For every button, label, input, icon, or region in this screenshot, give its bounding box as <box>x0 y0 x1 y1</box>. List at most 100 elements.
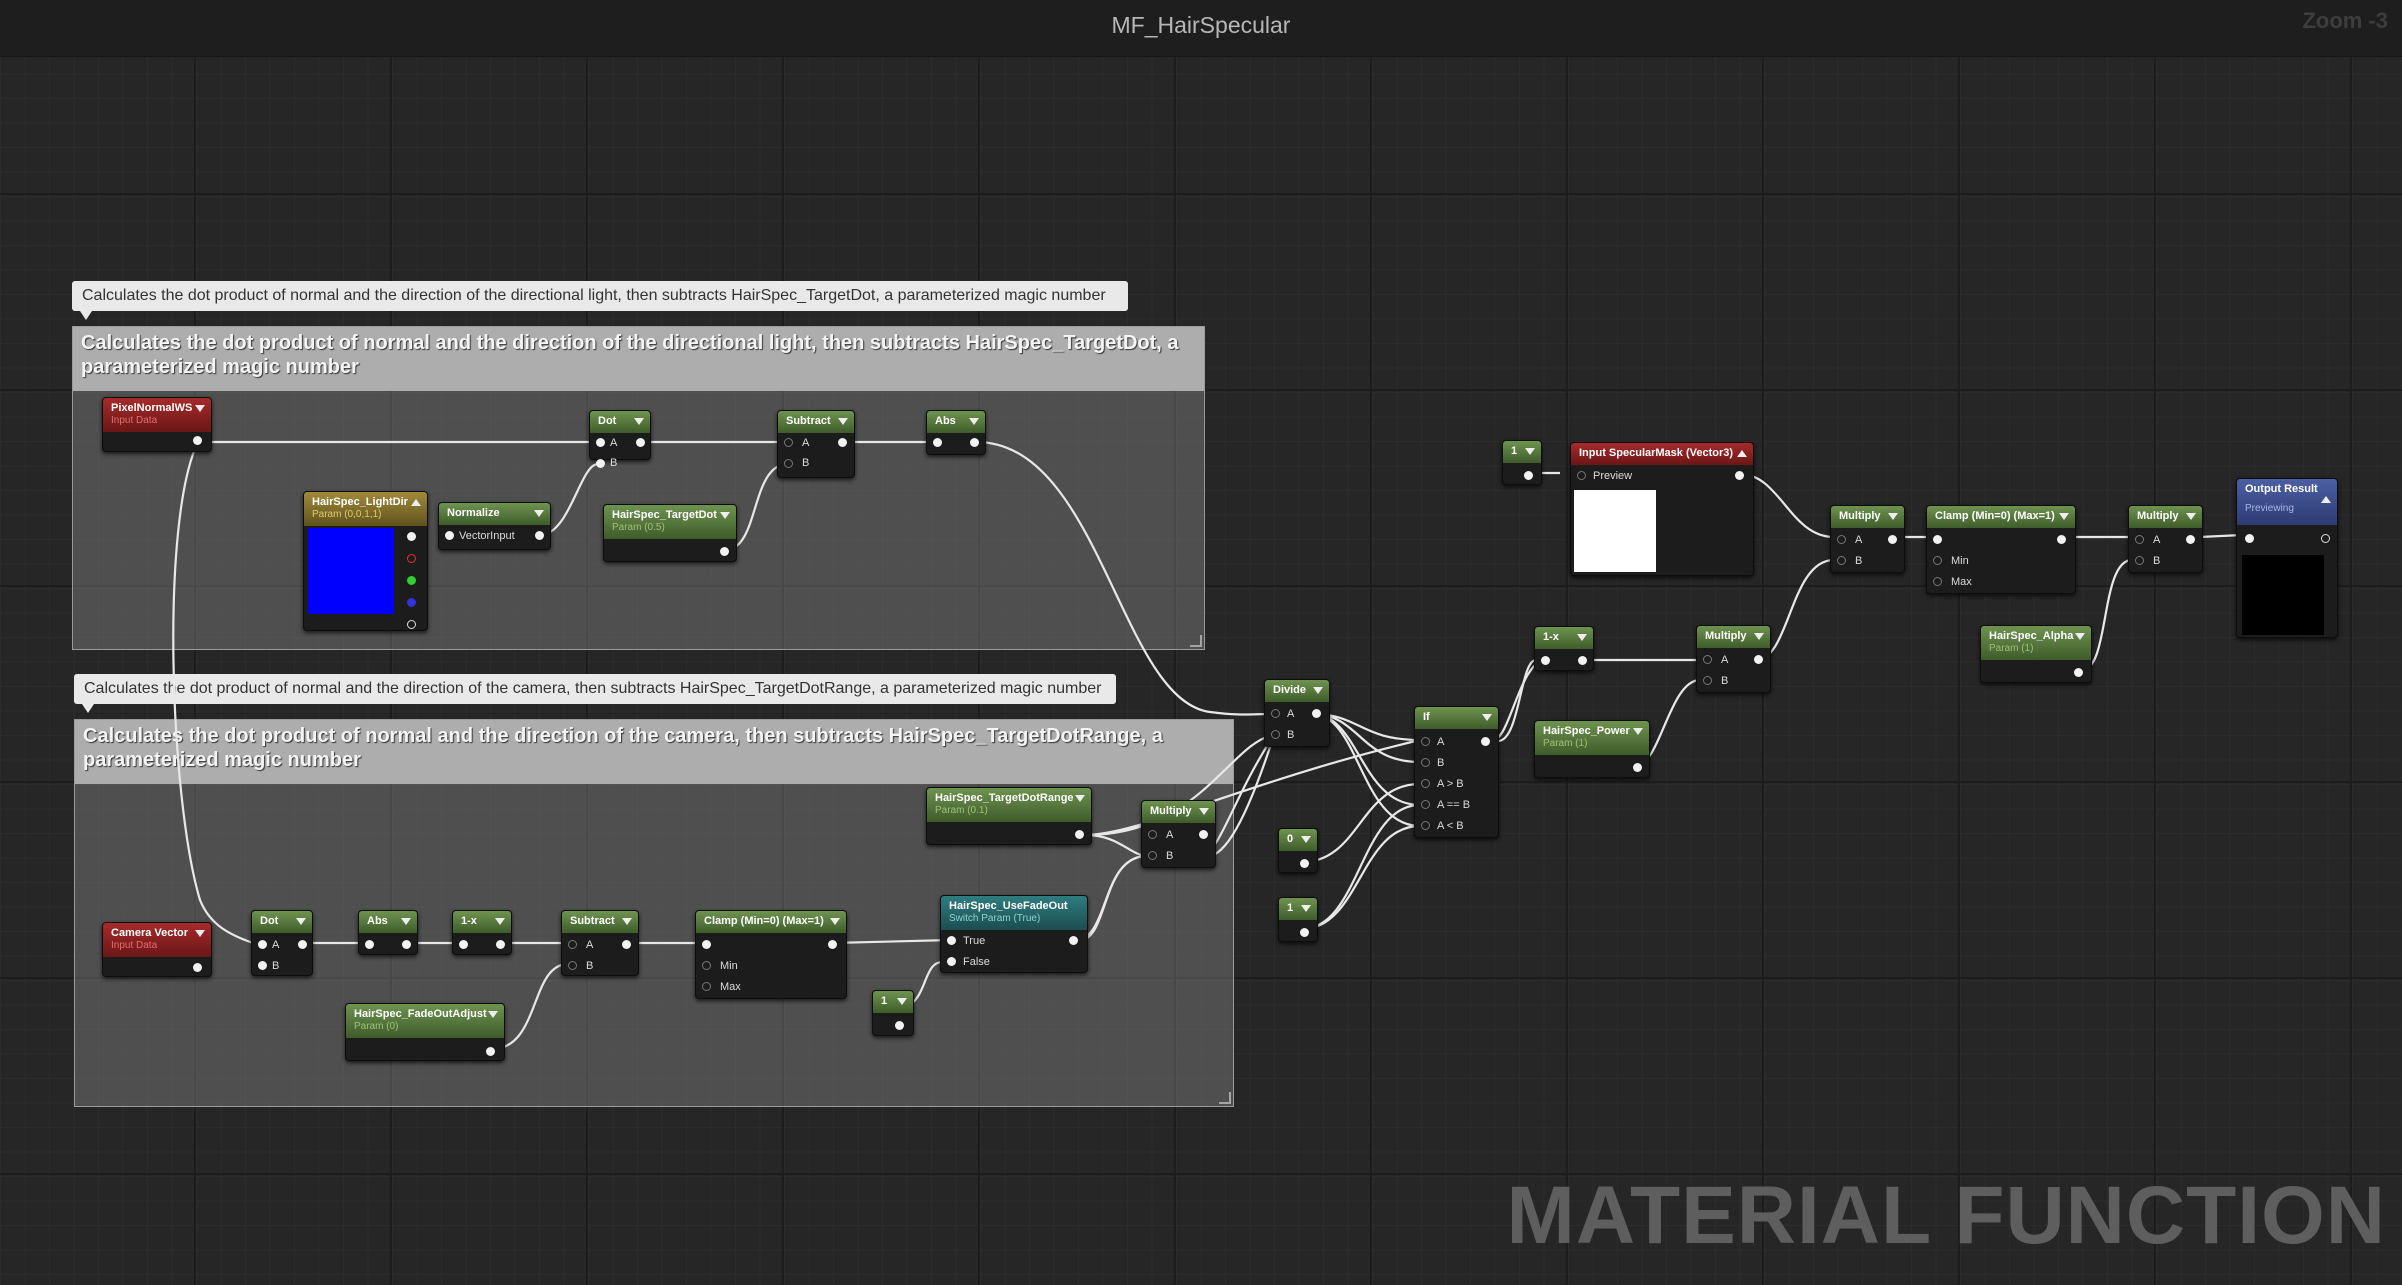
node-specular-mask[interactable]: Input SpecularMask (Vector3) Preview <box>1570 442 1754 576</box>
input-pin-a[interactable] <box>1703 655 1712 664</box>
output-pin[interactable] <box>895 1021 904 1030</box>
input-pin[interactable] <box>1933 535 1942 544</box>
collapse-icon[interactable] <box>1199 808 1209 815</box>
collapse-icon[interactable] <box>969 418 979 425</box>
node-multiply-alpha[interactable]: Multiply A B <box>2128 505 2203 573</box>
node-abs-camera[interactable]: Abs <box>358 910 418 955</box>
input-pin-b[interactable] <box>784 459 793 468</box>
output-pin[interactable] <box>1075 830 1084 839</box>
input-pin-b[interactable] <box>568 961 577 970</box>
collapse-icon[interactable] <box>2059 513 2069 520</box>
input-pin-a[interactable] <box>1837 535 1846 544</box>
node-one-minus-right[interactable]: 1-x <box>1534 626 1594 671</box>
collapse-icon[interactable] <box>195 930 205 937</box>
output-pin[interactable] <box>1524 471 1533 480</box>
input-pin-b[interactable] <box>1837 556 1846 565</box>
output-pin[interactable] <box>496 940 505 949</box>
output-pin[interactable] <box>1300 928 1309 937</box>
input-pin-min[interactable] <box>1933 556 1942 565</box>
input-pin[interactable] <box>459 940 468 949</box>
collapse-icon[interactable] <box>1313 687 1323 694</box>
node-if[interactable]: If A B A > B A == B A < B <box>1414 706 1499 838</box>
input-pin-a[interactable] <box>596 438 605 447</box>
node-constant-one-b[interactable]: 1 <box>1278 897 1318 942</box>
input-pin-b[interactable] <box>1148 851 1157 860</box>
input-pin-max[interactable] <box>702 982 711 991</box>
resize-handle[interactable] <box>1219 1092 1231 1104</box>
input-pin-b[interactable] <box>2135 556 2144 565</box>
node-constant-zero[interactable]: 0 <box>1278 828 1318 873</box>
comment-box-light[interactable]: Calculates the dot product of normal and… <box>72 326 1205 650</box>
node-multiply-power[interactable]: Multiply A B <box>1696 625 1771 693</box>
input-pin-eq[interactable] <box>1421 800 1430 809</box>
collapse-icon[interactable] <box>2075 633 2085 640</box>
collapse-icon[interactable] <box>830 918 840 925</box>
node-multiply-mask[interactable]: Multiply A B <box>1830 505 1905 573</box>
input-pin-preview[interactable] <box>1577 471 1586 480</box>
output-pin[interactable] <box>2074 668 2083 677</box>
output-pin[interactable] <box>970 438 979 447</box>
output-pin[interactable] <box>636 438 645 447</box>
collapse-icon[interactable] <box>1301 836 1311 843</box>
output-pin[interactable] <box>2321 534 2330 543</box>
output-pin-rgb[interactable] <box>407 532 416 541</box>
collapse-icon[interactable] <box>2186 513 2196 520</box>
output-pin[interactable] <box>1754 655 1763 664</box>
node-dot-camera[interactable]: Dot A B <box>251 910 313 976</box>
collapse-icon[interactable] <box>838 418 848 425</box>
input-pin-a[interactable] <box>568 940 577 949</box>
output-pin-g[interactable] <box>407 576 416 585</box>
output-pin[interactable] <box>1300 859 1309 868</box>
input-pin-false[interactable] <box>947 957 956 966</box>
node-divide[interactable]: Divide A B <box>1264 679 1330 747</box>
input-pin[interactable] <box>1541 656 1550 665</box>
output-pin[interactable] <box>1735 471 1744 480</box>
output-pin[interactable] <box>1888 535 1897 544</box>
output-pin[interactable] <box>1578 656 1587 665</box>
collapse-icon[interactable] <box>1754 633 1764 640</box>
node-normalize[interactable]: Normalize VectorInput <box>438 502 551 550</box>
collapse-icon[interactable] <box>495 918 505 925</box>
output-pin[interactable] <box>1312 709 1321 718</box>
input-pin-a[interactable] <box>258 940 267 949</box>
output-pin[interactable] <box>838 438 847 447</box>
input-pin-b[interactable] <box>596 459 605 468</box>
input-pin[interactable] <box>2245 534 2254 543</box>
output-pin[interactable] <box>1633 763 1642 772</box>
output-pin-r[interactable] <box>407 554 416 563</box>
collapse-icon[interactable] <box>1301 905 1311 912</box>
output-pin[interactable] <box>535 531 544 540</box>
input-pin-a[interactable] <box>1421 737 1430 746</box>
output-pin[interactable] <box>1481 737 1490 746</box>
collapse-icon[interactable] <box>634 418 644 425</box>
output-pin[interactable] <box>622 940 631 949</box>
resize-handle[interactable] <box>1190 635 1202 647</box>
input-pin-b[interactable] <box>1421 758 1430 767</box>
output-pin[interactable] <box>298 940 307 949</box>
input-pin[interactable] <box>445 531 454 540</box>
node-clamp-output[interactable]: Clamp (Min=0) (Max=1) Min Max <box>1926 505 2076 594</box>
node-subtract-light[interactable]: Subtract A B <box>777 410 855 478</box>
input-pin-a[interactable] <box>784 438 793 447</box>
input-pin-lt[interactable] <box>1421 821 1430 830</box>
node-abs-light[interactable]: Abs <box>926 410 986 455</box>
node-one-minus-camera[interactable]: 1-x <box>452 910 512 955</box>
input-pin-a[interactable] <box>1148 830 1157 839</box>
comment-bubble-bottom[interactable]: Calculates the dot product of normal and… <box>74 674 1116 713</box>
input-pin-gt[interactable] <box>1421 779 1430 788</box>
node-dot-light[interactable]: Dot A B <box>589 410 651 469</box>
output-pin[interactable] <box>1199 830 1208 839</box>
output-pin-b[interactable] <box>407 598 416 607</box>
input-pin-b[interactable] <box>1703 676 1712 685</box>
input-pin-min[interactable] <box>702 961 711 970</box>
output-pin[interactable] <box>402 940 411 949</box>
collapse-icon[interactable] <box>1482 714 1492 721</box>
output-pin[interactable] <box>2057 535 2066 544</box>
